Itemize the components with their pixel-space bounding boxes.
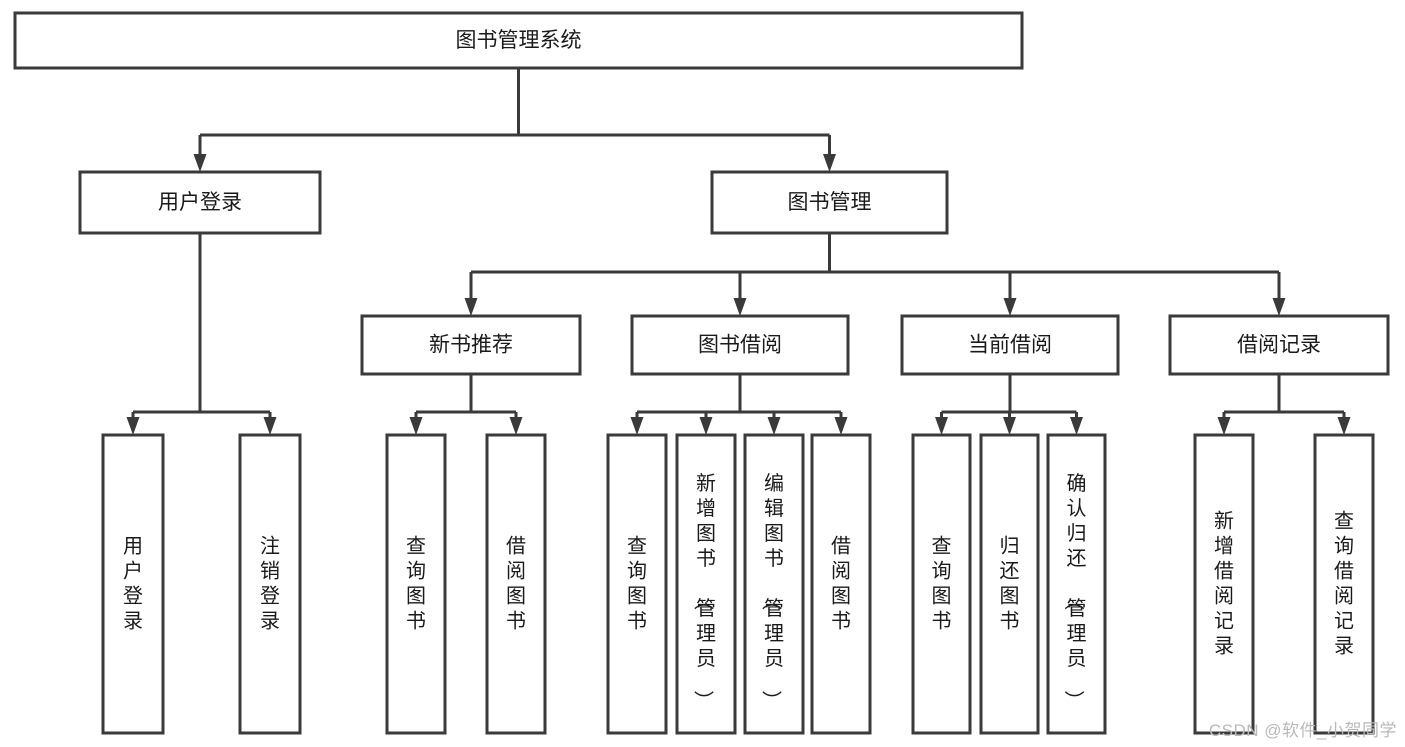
node-leaf-borrow_record-1[interactable]: 查询借阅记录	[1313, 433, 1375, 735]
node-leaf-current_borrow-0-label: 查询图书	[932, 535, 952, 633]
node-level2-1[interactable]: 图书借阅	[630, 314, 850, 376]
node-root-system[interactable]: 图书管理系统	[13, 11, 1024, 70]
node-leaf-book_borrow-0[interactable]: 查询图书	[606, 433, 668, 735]
node-leaf-book_borrow-0-label: 查询图书	[627, 535, 647, 633]
node-leaf-new_book_recommend-0-label: 查询图书	[406, 535, 426, 633]
node-level2-1-label: 图书借阅	[698, 334, 782, 357]
node-leaf-book_borrow-3-label: 借阅图书	[831, 535, 851, 633]
node-root-system-label: 图书管理系统	[456, 29, 582, 52]
node-leaf-user_login-0[interactable]: 用户登录	[101, 433, 165, 735]
node-leaf-current_borrow-0[interactable]: 查询图书	[911, 433, 972, 735]
node-leaf-new_book_recommend-1[interactable]: 借阅图书	[485, 433, 547, 735]
node-leaf-book_borrow-2[interactable]: 编辑图书（管理员）	[743, 433, 805, 735]
node-leaf-current_borrow-1[interactable]: 归还图书	[979, 433, 1040, 735]
node-level2-0[interactable]: 新书推荐	[360, 314, 582, 376]
node-leaf-book_borrow-2-label: 编辑图书（管理员）	[759, 472, 784, 710]
node-leaf-new_book_recommend-1-label: 借阅图书	[506, 535, 526, 633]
node-leaf-current_borrow-1-label: 归还图书	[1000, 535, 1020, 633]
node-level1-1-label: 图书管理	[788, 191, 872, 214]
node-leaf-borrow_record-1-label: 查询借阅记录	[1334, 510, 1354, 658]
node-layer: 图书管理系统用户登录图书管理新书推荐图书借阅当前借阅借阅记录用户登录注销登录查询…	[13, 11, 1390, 735]
node-level2-2[interactable]: 当前借阅	[900, 314, 1120, 376]
node-level1-0[interactable]: 用户登录	[78, 170, 322, 235]
node-leaf-new_book_recommend-0[interactable]: 查询图书	[385, 433, 447, 735]
node-leaf-book_borrow-1[interactable]: 新增图书（管理员）	[675, 433, 737, 735]
node-leaf-current_borrow-2-label: 确认归还（管理员）	[1062, 472, 1087, 710]
node-leaf-book_borrow-3[interactable]: 借阅图书	[810, 433, 872, 735]
node-leaf-current_borrow-2[interactable]: 确认归还（管理员）	[1046, 433, 1107, 735]
node-leaf-user_login-1[interactable]: 注销登录	[238, 433, 302, 735]
node-leaf-user_login-0-label: 用户登录	[123, 536, 143, 633]
node-level1-1[interactable]: 图书管理	[710, 170, 949, 235]
node-level2-2-label: 当前借阅	[968, 334, 1052, 357]
node-level1-0-label: 用户登录	[158, 191, 242, 214]
node-level2-0-label: 新书推荐	[429, 334, 513, 357]
connector-layer	[126, 68, 1351, 435]
node-leaf-book_borrow-1-label: 新增图书（管理员）	[691, 472, 716, 710]
node-level2-3[interactable]: 借阅记录	[1168, 314, 1390, 376]
node-leaf-borrow_record-0-label: 新增借阅记录	[1214, 510, 1234, 658]
node-level2-3-label: 借阅记录	[1237, 334, 1321, 357]
node-leaf-borrow_record-0[interactable]: 新增借阅记录	[1193, 433, 1255, 735]
node-leaf-user_login-1-label: 注销登录	[260, 535, 280, 633]
